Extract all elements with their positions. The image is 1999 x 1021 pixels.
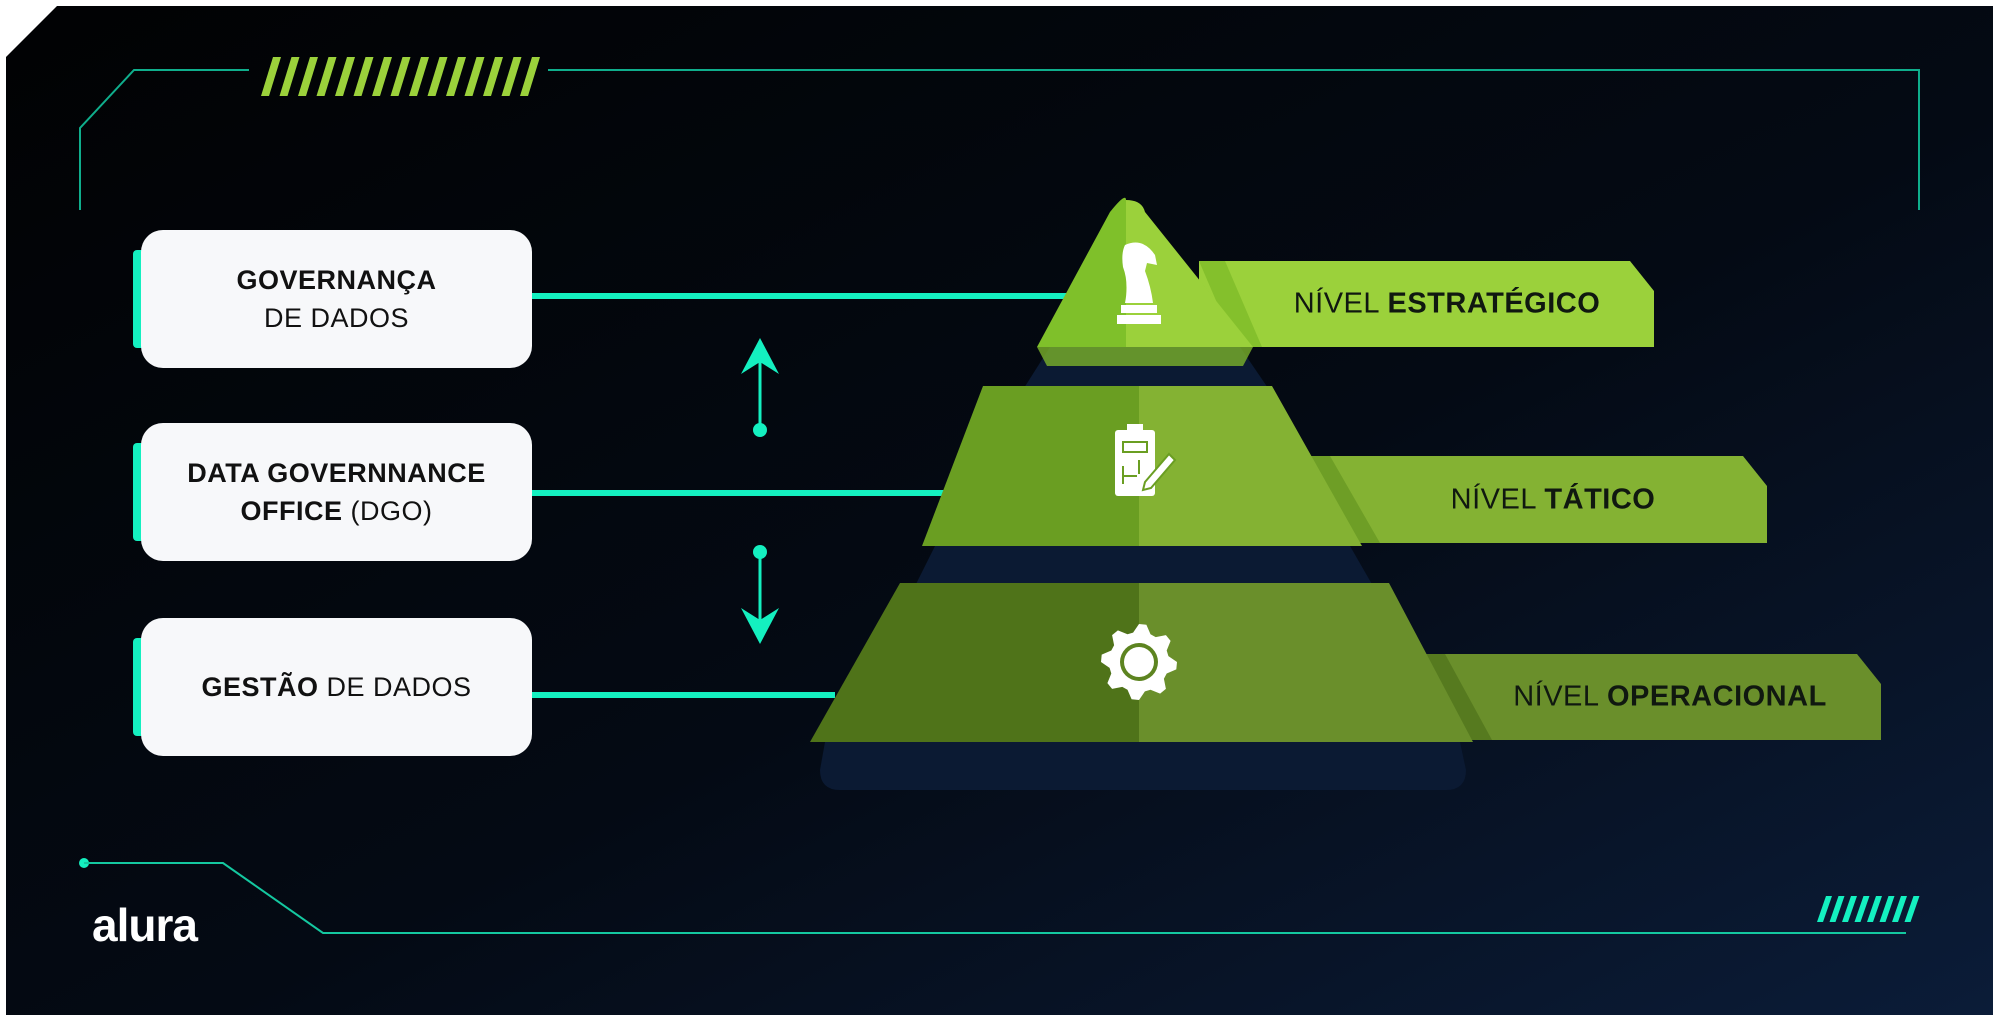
stripe bbox=[464, 57, 485, 96]
pyramid-top-left bbox=[1037, 197, 1126, 347]
stripe bbox=[1842, 896, 1857, 922]
ribbon-shadow bbox=[1199, 261, 1262, 347]
level-label-operacional: NÍVEL OPERACIONAL bbox=[1513, 681, 1827, 714]
pyramid-mid-right bbox=[1139, 386, 1362, 546]
frame-bottom bbox=[84, 862, 1906, 934]
level-label-estrategico: NÍVEL ESTRATÉGICO bbox=[1294, 288, 1601, 321]
stripe bbox=[1892, 896, 1907, 922]
level-prefix: NÍVEL bbox=[1293, 287, 1388, 320]
box-data-governance-office: DATA GOVERNNANCE OFFICE (DGO) bbox=[141, 423, 532, 561]
stripe bbox=[1817, 896, 1832, 922]
pyramid-base bbox=[820, 742, 1466, 790]
ribbon-estrategico bbox=[1199, 261, 1654, 347]
box-accent bbox=[133, 638, 143, 736]
clipboard-plan-icon bbox=[1115, 424, 1177, 496]
box-subtitle: DE DADOS bbox=[318, 672, 472, 702]
stripe bbox=[409, 57, 429, 96]
connector-line bbox=[532, 490, 954, 496]
box-governanca-de-dados: GOVERNANÇA DE DADOS bbox=[141, 230, 532, 368]
pyramid-band bbox=[915, 546, 1373, 586]
connector-line bbox=[532, 692, 835, 698]
level-name: OPERACIONAL bbox=[1607, 680, 1827, 713]
stripe bbox=[483, 57, 503, 96]
box-gestao-de-dados: GESTÃO DE DADOS bbox=[141, 618, 532, 756]
alura-logo: alura bbox=[92, 899, 198, 951]
box-title-line2: OFFICE bbox=[240, 496, 343, 526]
box-accent bbox=[133, 443, 143, 541]
stripe bbox=[1829, 896, 1845, 922]
pyramid-bot-right bbox=[1139, 583, 1473, 742]
stripe bbox=[316, 57, 337, 96]
stripe bbox=[353, 57, 374, 96]
stripes-bottom bbox=[1817, 896, 1920, 922]
stripe bbox=[372, 57, 392, 96]
pyramid-bot-left bbox=[810, 583, 1139, 742]
box-abbr: (DGO) bbox=[342, 496, 433, 526]
box-subtitle: DE DADOS bbox=[263, 303, 410, 333]
box-accent bbox=[133, 250, 143, 348]
level-name: ESTRATÉGICO bbox=[1387, 287, 1601, 320]
stripe bbox=[1854, 896, 1870, 922]
ribbon-tatico bbox=[1307, 456, 1767, 543]
chess-knight-icon bbox=[1117, 242, 1161, 324]
pyramid-top-lip bbox=[1037, 347, 1253, 366]
stripe bbox=[390, 57, 411, 96]
stripe bbox=[446, 57, 466, 96]
connector-line bbox=[532, 293, 1068, 299]
gear-icon bbox=[1101, 624, 1177, 700]
stripes-top bbox=[261, 57, 540, 96]
level-prefix: NÍVEL bbox=[1450, 483, 1545, 516]
stripe bbox=[261, 57, 281, 96]
box-title: GESTÃO bbox=[201, 672, 319, 702]
ribbon-shadow bbox=[1422, 654, 1492, 740]
stripe bbox=[520, 57, 540, 96]
box-title: GOVERNANÇA bbox=[236, 265, 437, 295]
level-label-tatico: NÍVEL TÁTICO bbox=[1451, 484, 1656, 517]
stripe bbox=[427, 57, 448, 96]
stripe bbox=[1879, 896, 1895, 922]
frame-top-left bbox=[79, 69, 249, 210]
ribbon-shadow bbox=[1307, 456, 1380, 543]
level-name: TÁTICO bbox=[1544, 483, 1656, 516]
stripe bbox=[335, 57, 355, 96]
arrow-down-icon bbox=[741, 545, 779, 644]
stripe bbox=[501, 57, 522, 96]
box-title: DATA GOVERNNANCE bbox=[187, 458, 486, 488]
stripe bbox=[279, 57, 300, 96]
ribbon-operacional bbox=[1422, 654, 1881, 740]
level-prefix: NÍVEL bbox=[1513, 680, 1607, 713]
pyramid-top-right bbox=[1126, 200, 1253, 347]
frame-top-right bbox=[548, 69, 1920, 210]
stripe bbox=[298, 57, 318, 96]
arrow-up-icon bbox=[741, 338, 779, 437]
pyramid-mid-left bbox=[922, 386, 1139, 546]
stripe bbox=[1867, 896, 1882, 922]
stripe bbox=[1904, 896, 1920, 922]
